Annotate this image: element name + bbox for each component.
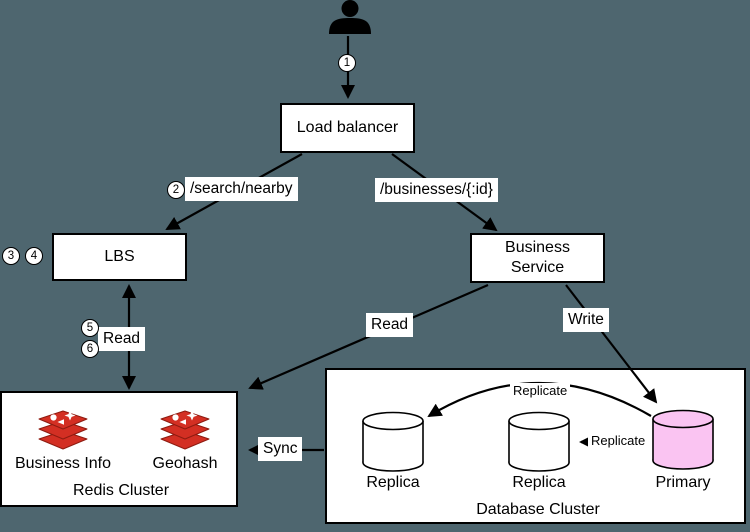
- database-cylinder-replica: [362, 411, 424, 472]
- node-load-balancer: Load balancer: [280, 103, 415, 153]
- step-badge-4: 4: [25, 247, 43, 265]
- database-cylinder-replica: [508, 411, 570, 472]
- edge-label-businesses-id: /businesses/{:id}: [375, 178, 498, 203]
- redis-icon: [38, 410, 88, 450]
- redis-shard-label: Geohash: [152, 455, 218, 472]
- edge-label-read-lbs: Read: [98, 327, 146, 352]
- node-lbs: LBS: [52, 233, 187, 281]
- step-badge-6: 6: [81, 340, 99, 358]
- node-business-service-label: Business Service: [505, 239, 570, 276]
- user-icon: [329, 0, 371, 34]
- edge-label-replicate-outer: Replicate: [510, 383, 571, 400]
- node-load-balancer-label: Load balancer: [296, 119, 399, 136]
- redis-layers: [38, 410, 88, 450]
- edge-label-replicate-inner: Replicate: [588, 433, 649, 450]
- node-lbs-label: LBS: [104, 248, 135, 265]
- edge-label-search-nearby: /search/nearby: [185, 177, 298, 202]
- step-badge-1: 1: [338, 54, 356, 72]
- edge-label-read-service: Read: [366, 313, 414, 338]
- database-cluster-title: Database Cluster: [476, 501, 600, 518]
- edge-label-sync: Sync: [258, 437, 303, 462]
- step-badge-5: 5: [81, 319, 99, 337]
- redis-cluster-box: Business Info Geohash Redis Cluster: [0, 391, 238, 507]
- step-badge-3: 3: [2, 247, 20, 265]
- database-cluster-box: Replica Replica Primary Database Cluster: [325, 368, 746, 524]
- redis-icon: [160, 410, 210, 450]
- node-business-service: Business Service: [470, 233, 605, 283]
- redis-shard-label: Business Info: [14, 455, 112, 472]
- replica-label: Replica: [366, 474, 420, 491]
- replica-label: Replica: [512, 474, 566, 491]
- redis-cluster-title: Redis Cluster: [72, 482, 170, 499]
- redis-layers: [160, 410, 210, 450]
- edge-label-write: Write: [563, 308, 609, 333]
- primary-label: Primary: [655, 474, 711, 491]
- redis-glyphs: [172, 410, 198, 425]
- step-badge-2: 2: [167, 181, 185, 199]
- database-cylinder-primary: [652, 409, 714, 470]
- redis-glyphs: [50, 410, 76, 425]
